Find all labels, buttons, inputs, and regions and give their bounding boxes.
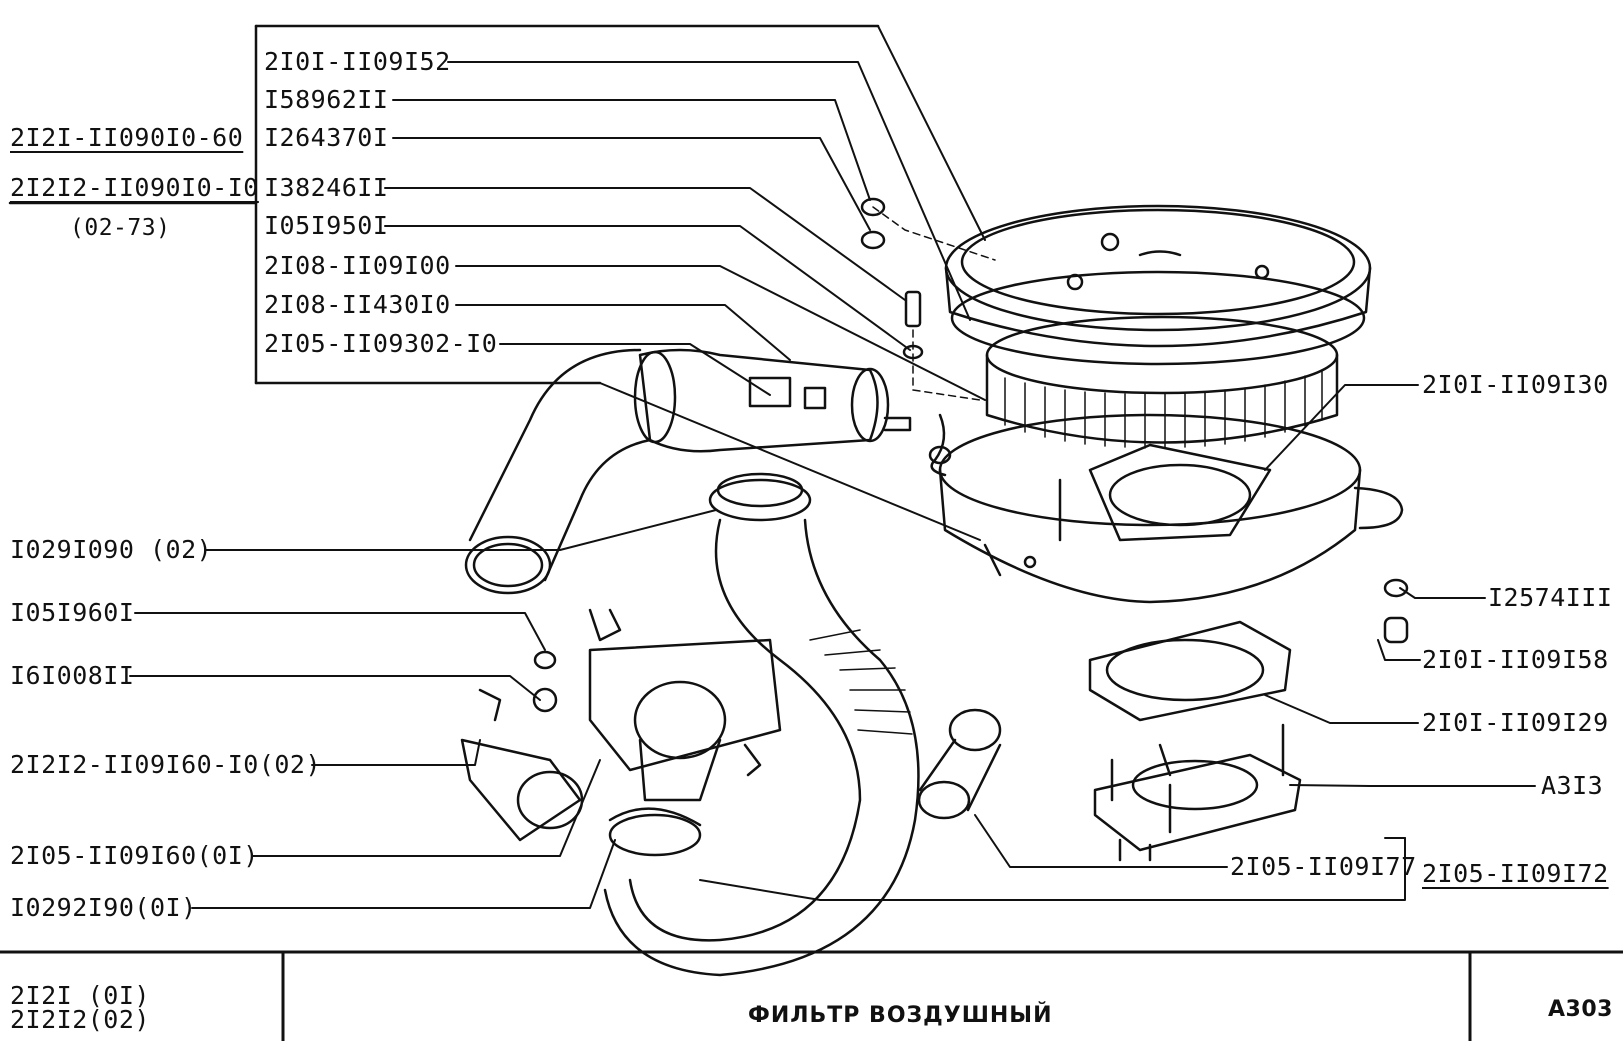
callout-10519501: I05I950I xyxy=(264,211,389,240)
callout-2101-1109158: 2I0I-II09I58 xyxy=(1422,645,1609,674)
callout-10519601: I05I960I xyxy=(10,598,135,627)
hot-air-shroud xyxy=(532,608,782,802)
callout-2101-1109129: 2I0I-II09I29 xyxy=(1422,708,1609,737)
callout-2105-1109172: 2I05-II09I72 xyxy=(1422,859,1609,888)
callout-16100811: I6I008II xyxy=(10,661,135,690)
callout-21212-1109010-10: 2I2I2-II090I0-I0 xyxy=(10,173,259,202)
callout-2105-1109160-01: 2I05-II09I60(0I) xyxy=(10,841,259,870)
callout-15896211: I58962II xyxy=(264,85,389,114)
filter-cover xyxy=(944,204,1372,366)
callout-10292190-01: I0292I90(0I) xyxy=(10,893,197,922)
callout-21212-1109160-10-02: 2I2I2-II09I60-I0(02) xyxy=(10,750,322,779)
adapter-plate xyxy=(1093,723,1302,862)
title-block-models-line1: 2I2I (0I) xyxy=(10,981,150,1010)
title-block-title: ФИЛЬТР ВОЗДУШНЫЙ xyxy=(748,1003,1053,1028)
short-hose xyxy=(917,708,1002,820)
callout-12643701: I264370I xyxy=(264,123,389,152)
callout-13824611: I38246II xyxy=(264,173,389,202)
leader-lines-top xyxy=(384,25,986,541)
callout-2101-1109152: 2I0I-II09I52 xyxy=(264,47,451,76)
callout-2105-1109302-10: 2I05-II09302-I0 xyxy=(264,329,498,358)
callout-a313: A3I3 xyxy=(1541,771,1604,800)
callout-2108-1143010: 2I08-II430I0 xyxy=(264,290,451,319)
leader-lines-side xyxy=(129,384,1536,909)
callout-2108-1109100: 2I08-II09I00 xyxy=(264,251,451,280)
callout-1257411: I2574III xyxy=(1488,583,1613,612)
callout-2101-1109130: 2I0I-II09I30 xyxy=(1422,370,1609,399)
filter-element xyxy=(985,315,1339,449)
gasket xyxy=(1088,620,1292,722)
title-block-sheet-code: A303 xyxy=(1548,997,1613,1022)
callout-10291090-02: I029I090 (02) xyxy=(10,535,213,564)
filter-housing xyxy=(938,413,1404,604)
callout-2121-1109010-60: 2I2I-II090I0-60 xyxy=(10,123,244,152)
inlet-elbow-tube xyxy=(464,348,652,595)
callout-02-73: (02-73) xyxy=(70,215,171,241)
corrugated-hose xyxy=(603,472,920,977)
intake-regulator xyxy=(633,348,952,477)
title-block-frame xyxy=(0,950,1623,1041)
callout-2105-1109177: 2I05-II09I77 xyxy=(1230,852,1417,881)
callout-bracket-group xyxy=(8,24,880,385)
fasteners xyxy=(860,197,1409,644)
title-block-models-line2: 2I2I2(02) xyxy=(10,1005,150,1034)
heater-pipe xyxy=(460,688,584,842)
